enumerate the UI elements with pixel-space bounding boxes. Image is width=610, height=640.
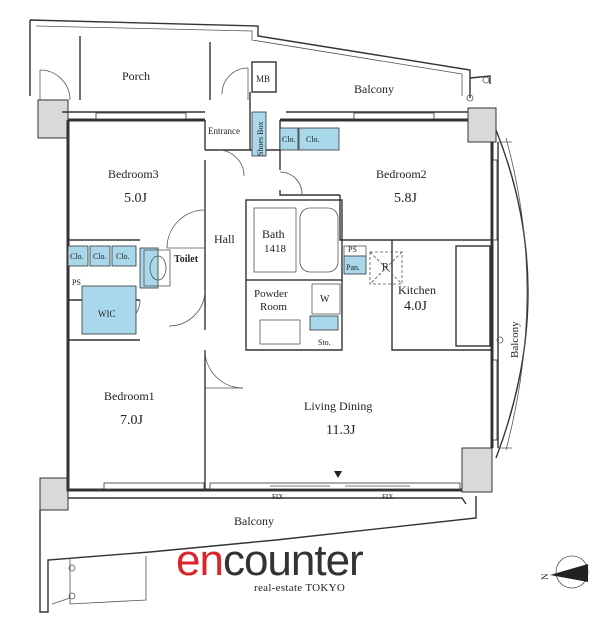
- label-fix-2: FIX: [382, 493, 393, 501]
- windows-right: [492, 159, 498, 441]
- compass-label: N: [540, 573, 550, 580]
- label-shoes-box: Shoes Box: [256, 122, 265, 156]
- label-toilet: Toilet: [174, 254, 199, 265]
- toilet-fixture: [143, 249, 171, 287]
- label-pan: Pan.: [346, 263, 360, 272]
- label-fix-1: FIX: [272, 493, 283, 501]
- label-ps-right: PS: [348, 245, 357, 254]
- label-living-dining-size: 11.3J: [326, 423, 356, 438]
- pillar-bottom-left: [39, 477, 69, 511]
- compass: N: [540, 555, 589, 589]
- label-ps-left: PS: [72, 278, 81, 287]
- logo-subtitle: real-estate TOKYO: [254, 582, 346, 594]
- right-balcony-outline: [495, 129, 529, 459]
- bath-tub: [253, 207, 339, 273]
- pillar-top-left: [37, 99, 69, 139]
- porch-area: [39, 36, 249, 101]
- logo-wordmark: encounter: [176, 536, 364, 585]
- pillar-bottom-right: [461, 447, 493, 493]
- kitchen-hood: [343, 245, 403, 285]
- label-sto: Sto.: [318, 338, 331, 347]
- label-bath: Bath: [262, 227, 285, 241]
- label-clo-1: Clo.: [282, 135, 296, 144]
- powder-room-fixtures: [259, 283, 341, 345]
- label-clo-4: Clo.: [93, 252, 107, 261]
- label-bedroom3: Bedroom3: [108, 167, 159, 181]
- compass-arrow-icon: [550, 564, 588, 582]
- exterior-walls: [62, 111, 499, 492]
- encounter-logo: encounter real-estate TOKYO: [176, 538, 436, 598]
- windows-bottom: [103, 471, 461, 490]
- label-powder-room-2: Room: [260, 301, 287, 313]
- label-clo-5: Clo.: [116, 252, 130, 261]
- door-swings: [115, 171, 303, 389]
- bottom-balcony-outline: [39, 496, 477, 613]
- label-clo-2: Clo.: [306, 135, 320, 144]
- label-balcony-right: Balcony: [509, 321, 521, 358]
- logo-part-red: en: [176, 536, 224, 585]
- label-wic: WIC: [98, 309, 116, 319]
- storage-units: [67, 111, 367, 335]
- label-porch: Porch: [122, 69, 150, 83]
- label-powder-room-1: Powder: [254, 288, 288, 300]
- label-clo-3: Clo.: [70, 252, 84, 261]
- label-hall: Hall: [214, 232, 235, 246]
- label-balcony-bottom: Balcony: [234, 514, 274, 528]
- label-bedroom1-size: 7.0J: [120, 413, 144, 428]
- label-bedroom3-size: 5.0J: [124, 191, 148, 206]
- label-bedroom2-size: 5.8J: [394, 191, 418, 206]
- label-kitchen: Kitchen: [398, 283, 436, 297]
- label-kitchen-size: 4.0J: [404, 299, 428, 314]
- label-r: R: [382, 262, 389, 273]
- label-w: W: [320, 294, 330, 305]
- label-bath-size: 1418: [264, 243, 287, 255]
- top-balcony-outline: [29, 19, 491, 102]
- label-living-dining: Living Dining: [304, 399, 372, 413]
- meter-box: [251, 61, 277, 93]
- label-balcony-top: Balcony: [354, 82, 394, 96]
- pillar-top-right: [467, 107, 497, 143]
- label-mb: MB: [256, 74, 270, 84]
- windows-top: [95, 112, 435, 120]
- label-bedroom1: Bedroom1: [104, 389, 155, 403]
- label-entrance: Entrance: [208, 126, 240, 136]
- label-bedroom2: Bedroom2: [376, 167, 427, 181]
- logo-part-dark: counter: [222, 536, 364, 585]
